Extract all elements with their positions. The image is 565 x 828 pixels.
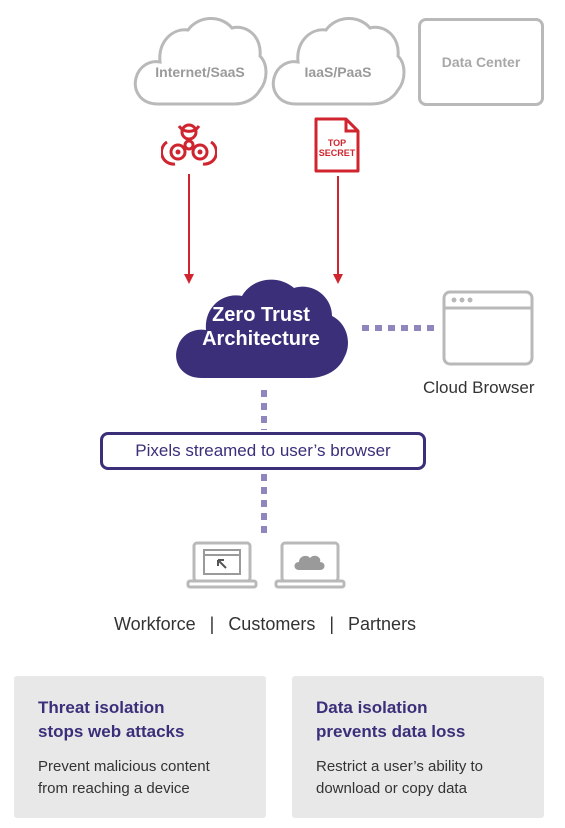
internet-saas-cloud xyxy=(133,17,268,106)
browser-window-icon xyxy=(442,290,534,366)
data-center-label: Data Center xyxy=(441,54,521,70)
threat-isolation-card: Threat isolation stops web attacks Preve… xyxy=(14,676,266,818)
card-title-line2: prevents data loss xyxy=(316,722,466,741)
audience-customers: Customers xyxy=(228,614,316,634)
audience-line: Workforce | Customers | Partners xyxy=(0,614,530,635)
connector-stream-to-devices xyxy=(261,474,267,538)
connector-to-cloud-browser xyxy=(362,325,438,331)
audience-partners: Partners xyxy=(348,614,417,634)
laptop-cloud-icon xyxy=(274,541,346,589)
audience-separator: | xyxy=(209,614,215,634)
card-body-line2: download or copy data xyxy=(316,780,467,797)
card-body-line1: Restrict a user’s ability to xyxy=(316,758,484,775)
audience-separator: | xyxy=(329,614,335,634)
zero-trust-cloud xyxy=(176,279,348,378)
iaas-paas-label: IaaS/PaaS xyxy=(304,64,372,80)
pixels-stream-label: Pixels streamed to user’s browser xyxy=(135,441,391,460)
card-title-line1: Threat isolation xyxy=(38,698,165,717)
card-body-line2: from reaching a device xyxy=(38,780,190,797)
top-secret-line2: SECRET xyxy=(318,148,356,158)
laptop-cursor-icon xyxy=(186,541,258,589)
pixels-stream-box: Pixels streamed to user’s browser xyxy=(100,432,426,470)
audience-workforce: Workforce xyxy=(113,614,196,634)
zero-trust-label: Zero Trust Architecture xyxy=(176,303,346,351)
top-secret-text: TOP SECRET xyxy=(313,138,361,158)
threat-arrows xyxy=(184,174,343,284)
iaas-paas-cloud xyxy=(271,17,406,106)
internet-saas-label: Internet/SaaS xyxy=(155,64,245,80)
card-title-line1: Data isolation xyxy=(316,698,428,717)
connector-cloud-to-stream xyxy=(261,390,267,430)
card-title: Threat isolation stops web attacks xyxy=(38,696,242,744)
card-body: Prevent malicious content from reaching … xyxy=(38,756,242,800)
card-title: Data isolation prevents data loss xyxy=(316,696,520,744)
data-isolation-card: Data isolation prevents data loss Restri… xyxy=(292,676,544,818)
cloud-browser-label: Cloud Browser xyxy=(423,378,535,397)
card-title-line2: stops web attacks xyxy=(38,722,185,741)
card-body-line1: Prevent malicious content xyxy=(38,758,210,775)
top-secret-line1: TOP xyxy=(327,138,347,148)
zero-trust-line1: Zero Trust xyxy=(212,304,310,326)
zero-trust-line2: Architecture xyxy=(202,328,320,350)
card-body: Restrict a user’s ability to download or… xyxy=(316,756,520,800)
biohazard-icon xyxy=(161,123,217,166)
data-center-box: Data Center xyxy=(418,18,544,106)
top-secret-document-icon xyxy=(314,117,360,173)
